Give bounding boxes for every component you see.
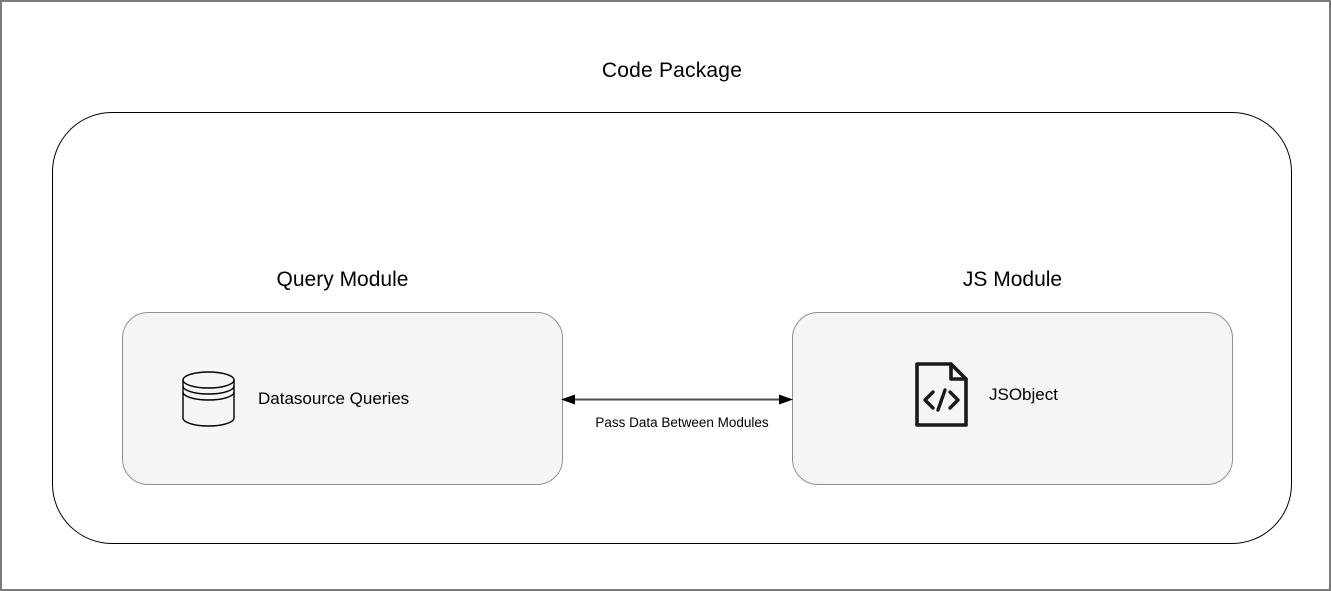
code-file-icon	[915, 362, 968, 427]
query-node-content: Datasource Queries	[181, 370, 409, 428]
arrowhead-left	[561, 394, 575, 405]
query-module-node: Datasource Queries	[122, 312, 563, 485]
database-icon	[182, 370, 235, 427]
js-module-node: JSObject	[792, 312, 1233, 485]
query-node-item-label: Datasource Queries	[258, 388, 410, 408]
arrowhead-right	[779, 394, 793, 405]
diagram-title: Code Package	[601, 59, 743, 82]
js-module-label: JS Module	[962, 268, 1063, 291]
query-module-label: Query Module	[276, 268, 409, 291]
bidirectional-arrow	[561, 394, 793, 405]
js-node-item-label: JSObject	[989, 384, 1058, 404]
js-node-content: JSObject	[913, 361, 1058, 428]
connector-label: Pass Data Between Modules	[595, 415, 769, 430]
